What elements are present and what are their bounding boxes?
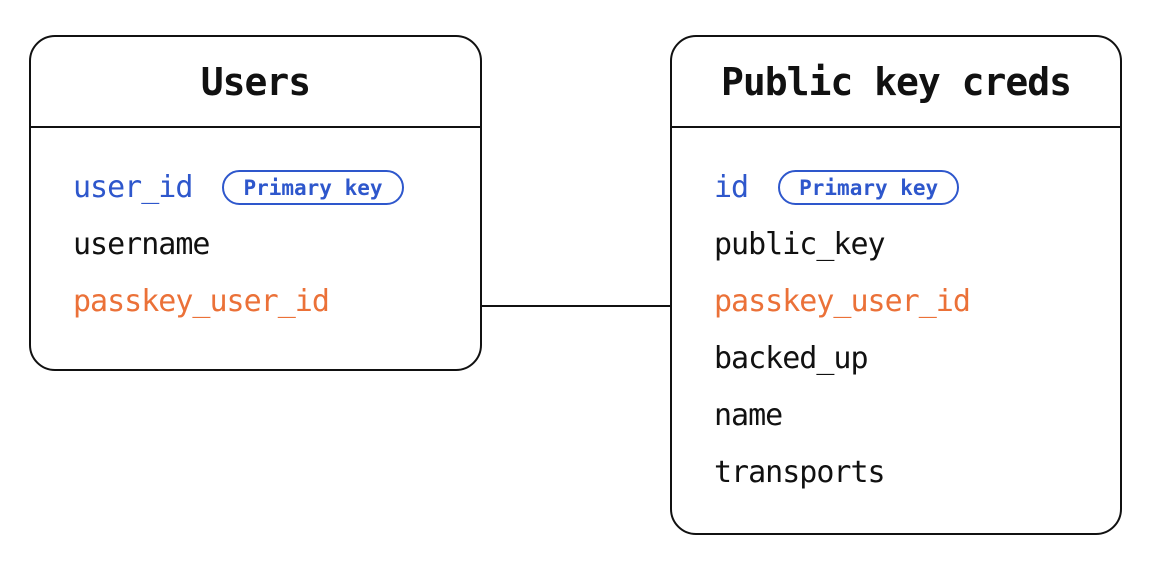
field-row-passkey_user_id: passkey_user_id xyxy=(714,273,1120,330)
field-name: backed_up xyxy=(714,341,869,376)
users-table-fields: user_id Primary key username passkey_user_i… xyxy=(31,128,480,330)
field-name: username xyxy=(73,227,210,262)
field-row-id: id Primary key xyxy=(714,159,1120,216)
public-key-creds-table: Public key creds id Primary key public_key… xyxy=(670,35,1122,535)
users-table-title: Users xyxy=(200,59,311,104)
field-name: transports xyxy=(714,455,886,490)
field-row-user_id: user_id Primary key xyxy=(73,159,480,216)
public-key-creds-table-header: Public key creds xyxy=(672,37,1120,128)
primary-key-badge: Primary key xyxy=(778,170,960,205)
field-row-backed_up: backed_up xyxy=(714,330,1120,387)
field-name: name xyxy=(714,398,783,433)
users-table-header: Users xyxy=(31,37,480,128)
field-row-transports: transports xyxy=(714,444,1120,501)
field-name: passkey_user_id xyxy=(714,284,971,319)
field-name: id xyxy=(714,170,749,205)
field-row-username: username xyxy=(73,216,480,273)
field-name: passkey_user_id xyxy=(73,284,330,319)
relationship-connector-line xyxy=(482,305,670,307)
public-key-creds-table-title: Public key creds xyxy=(720,59,1072,104)
field-name: public_key xyxy=(714,227,886,262)
field-row-name: name xyxy=(714,387,1120,444)
field-row-public_key: public_key xyxy=(714,216,1120,273)
users-table: Users user_id Primary key username passkey_… xyxy=(29,35,482,371)
field-name: user_id xyxy=(73,170,193,205)
field-row-passkey_user_id: passkey_user_id xyxy=(73,273,480,330)
primary-key-badge: Primary key xyxy=(222,170,404,205)
